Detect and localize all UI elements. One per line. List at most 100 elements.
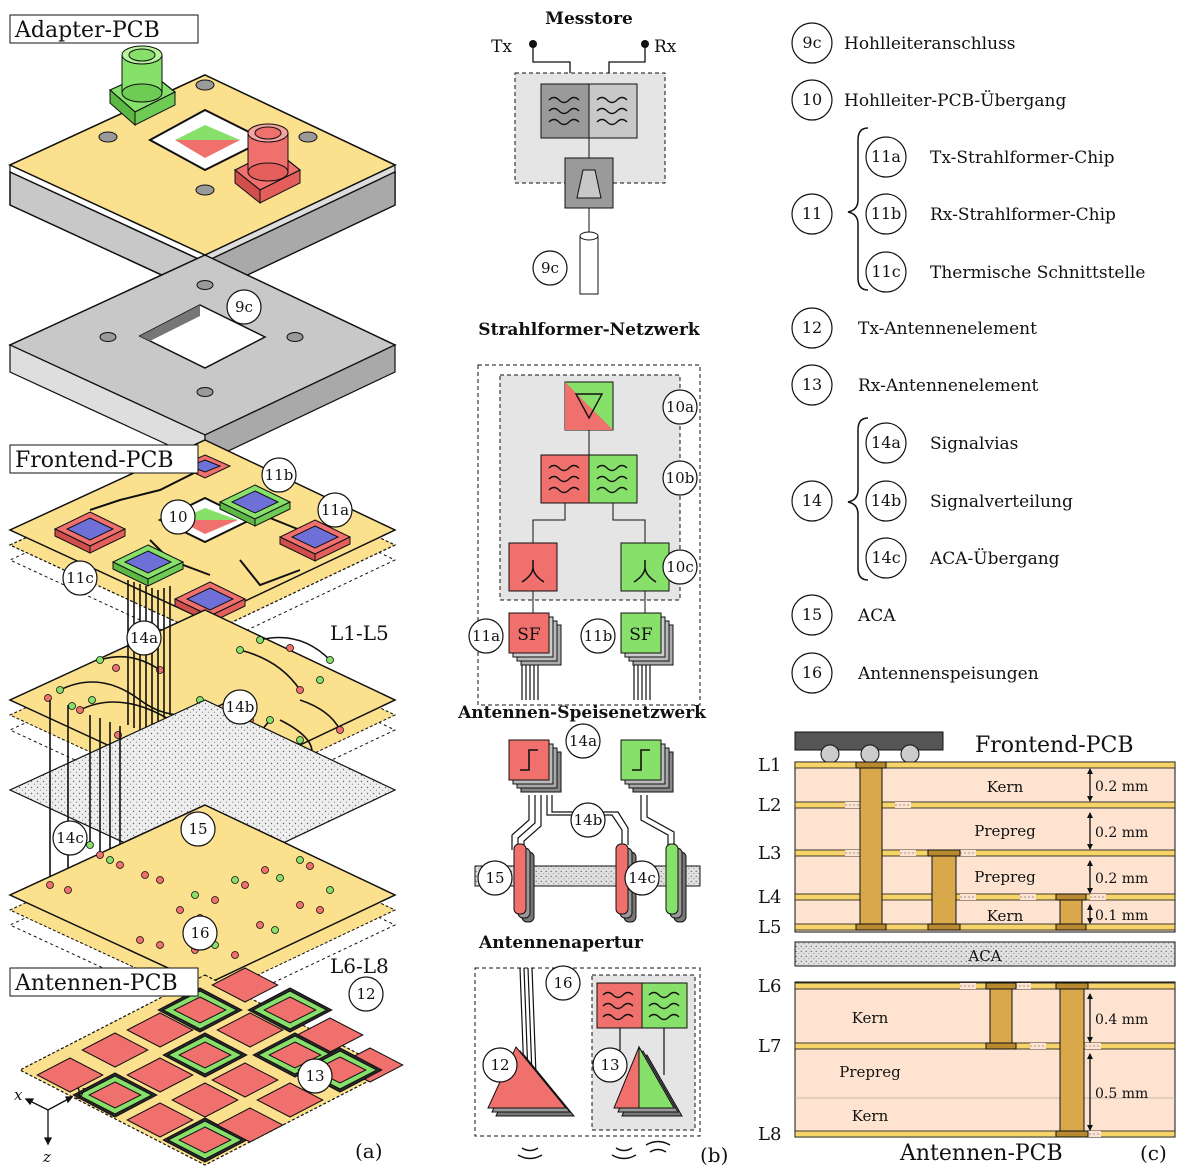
- legend-marker-14b-circle: [865, 480, 907, 522]
- copper-layer-5: [794, 923, 1176, 931]
- marker-a-9c-circle: [226, 289, 262, 325]
- marker-b-16: 16: [545, 965, 581, 1001]
- marker-a-15-text: 15: [188, 820, 207, 838]
- legend-marker-11a-circle: [865, 136, 907, 178]
- rx-antenna-icon: [613, 1045, 683, 1117]
- legend-marker-10-text: 10: [802, 90, 822, 109]
- marker-a-14c: 14c: [52, 820, 88, 856]
- thickness-label-4: 0.4 mm: [1095, 1012, 1148, 1028]
- marker-b-14a-text: 14a: [569, 732, 597, 750]
- marker-b-15: 15: [477, 860, 513, 896]
- legend-text-10: Hohlleiter-PCB-Übergang: [844, 90, 1067, 111]
- legend-marker-11b-text: 11b: [871, 204, 902, 223]
- tx-waveguide-flange: [233, 123, 302, 205]
- legend-text-13: Rx-Antennenelement: [858, 376, 1039, 396]
- chip-11a: [278, 519, 352, 562]
- marker-b-14a-circle: [565, 723, 601, 759]
- copper-layer-7: [794, 1042, 1176, 1050]
- marker-a-12: 12: [348, 976, 384, 1012]
- via: [989, 985, 1013, 1047]
- port-rx: Rx: [654, 37, 677, 57]
- marker-b-9c-circle: [532, 250, 568, 286]
- marker-b-10a: 10a: [662, 389, 698, 425]
- heading-speisenetz: Antennen-Speisenetzwerk: [457, 703, 707, 723]
- marker-a-11a-circle: [317, 492, 353, 528]
- waveguide-icon: [579, 235, 599, 295]
- legend-marker-15: 15: [791, 594, 833, 636]
- marker-b-10b: 10b: [662, 460, 698, 496]
- sf-stack-rx: SF: [620, 612, 674, 666]
- marker-a-13: 13: [297, 1058, 333, 1094]
- copper-layer-6: [794, 982, 1176, 990]
- legend-marker-14c: 14c: [865, 537, 907, 579]
- material-2: Prepreg: [974, 868, 1036, 886]
- material-3: Kern: [987, 907, 1024, 925]
- legend-marker-12-circle: [791, 307, 833, 349]
- marker-a-14b-text: 14b: [226, 698, 255, 716]
- panel-b-letter: (b): [700, 1143, 728, 1167]
- legend-marker-11c-text: 11c: [871, 262, 900, 281]
- label-frontend-pcb: Frontend-PCB: [15, 448, 174, 473]
- thickness-label-0: 0.2 mm: [1095, 779, 1148, 795]
- chip-11c: [53, 511, 127, 554]
- layer-label-L1: L1: [758, 755, 781, 776]
- marker-b-11a: 11a: [468, 618, 504, 654]
- marker-b-9c: 9c: [532, 250, 568, 286]
- layer-label-L5: L5: [758, 917, 781, 938]
- layer-label-L3: L3: [758, 843, 781, 864]
- legend-marker-11a: 11a: [865, 136, 907, 178]
- legend-marker-14a: 14a: [865, 422, 907, 464]
- thickness-label-3: 0.1 mm: [1095, 908, 1148, 924]
- layer-label-L8: L8: [758, 1124, 781, 1145]
- thickness-1: 0.2 mm: [1087, 812, 1148, 850]
- stack-title-frontend: Frontend-PCB: [975, 733, 1134, 758]
- axis-icon: [24, 1096, 74, 1146]
- marker-b-14c-circle: [624, 860, 660, 896]
- thickness-2: 0.2 mm: [1087, 860, 1148, 894]
- legend-text-11a: Tx-Strahlformer-Chip: [930, 148, 1115, 168]
- marker-a-13-text: 13: [305, 1067, 324, 1085]
- legend-marker-16-text: 16: [802, 663, 822, 682]
- marker-b-11a-circle: [468, 618, 504, 654]
- heading-apertur: Antennenapertur: [478, 933, 644, 953]
- copper-layer-3: [794, 849, 1176, 857]
- legend-marker-14a-text: 14a: [871, 433, 901, 452]
- layer-label-L2: L2: [758, 795, 781, 816]
- marker-b-14c-text: 14c: [628, 869, 656, 887]
- marker-a-11a-text: 11a: [321, 501, 349, 519]
- sf-label-rx: SF: [629, 625, 653, 645]
- marker-a-14a-circle: [126, 620, 162, 656]
- signal-via-stack-tx: [508, 739, 562, 793]
- legend-marker-12: 12: [791, 307, 833, 349]
- diplexer-wave-icon: [548, 96, 628, 126]
- marker-a-9c-text: 9c: [235, 298, 253, 316]
- marker-a-10-circle: [160, 499, 196, 535]
- marker-a-14c-text: 14c: [56, 829, 84, 847]
- radiation-icons: [517, 1140, 671, 1160]
- marker-a-11c-text: 11c: [66, 569, 94, 587]
- legend-text-11b: Rx-Strahlformer-Chip: [930, 205, 1116, 225]
- legend-marker-14c-circle: [865, 537, 907, 579]
- marker-b-14b-text: 14b: [574, 811, 603, 829]
- legend-marker-16: 16: [791, 652, 833, 694]
- marker-a-15-circle: [180, 811, 216, 847]
- marker-b-13-circle: [592, 1047, 628, 1083]
- signal-via-stack-rx: [620, 739, 674, 793]
- marker-b-10b-text: 10b: [666, 469, 695, 487]
- marker-b-11b-text: 11b: [584, 627, 613, 645]
- legend-text-12: Tx-Antennenelement: [858, 319, 1037, 339]
- material-6: Prepreg: [839, 1063, 901, 1081]
- legend-text-14c: ACA-Übergang: [929, 548, 1060, 569]
- label-antennen-pcb: Antennen-PCB: [14, 971, 178, 996]
- marker-a-14b-circle: [222, 689, 258, 725]
- marker-a-16-circle: [182, 915, 218, 951]
- aca-cylinders-tx: [513, 843, 535, 923]
- signal-vias-14a: [127, 580, 171, 736]
- tx-antenna-icon: [487, 1046, 576, 1117]
- panel-b: Messtore Tx Rx Strahlformer-Netzwerk: [457, 9, 728, 1167]
- copper-layer-1: [794, 761, 1176, 769]
- legend-marker-14-circle: [791, 480, 833, 522]
- marker-b-15-text: 15: [485, 869, 504, 887]
- marker-b-14a: 14a: [565, 723, 601, 759]
- thickness-label-2: 0.2 mm: [1095, 871, 1148, 887]
